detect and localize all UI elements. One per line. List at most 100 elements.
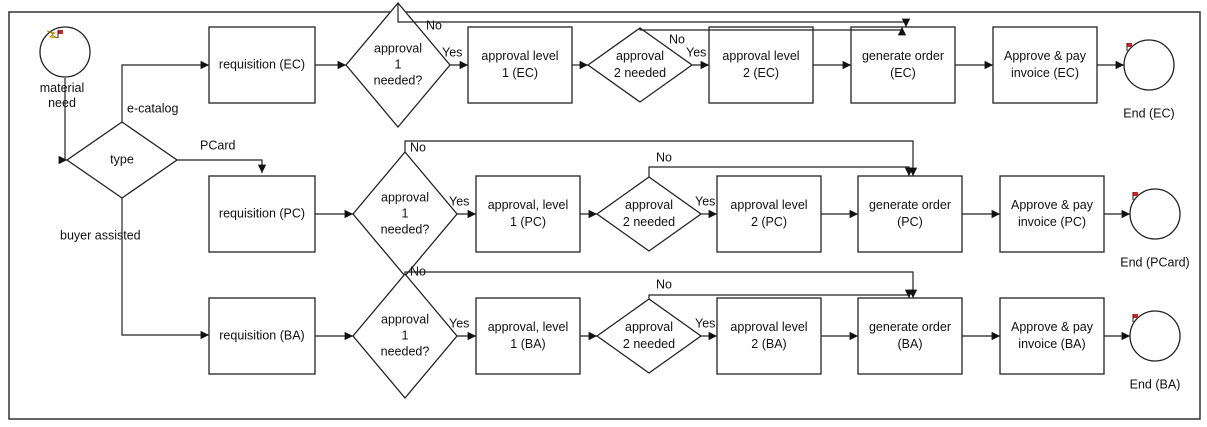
generate-order-label-ba-line-1: generate order — [869, 320, 951, 334]
yes-label-d1-ec: Yes — [442, 45, 462, 59]
edge-type-to-ec — [121, 60, 209, 122]
approval-level1-label-pc-line-1: approval, level — [488, 198, 569, 212]
yes-label-d1-ba: Yes — [449, 316, 469, 330]
approval2-decision-label-ec-line-2: 2 needed — [614, 66, 666, 80]
branch-label-pc: PCard — [200, 138, 235, 152]
start-event-label-line-2: need — [48, 96, 76, 110]
approval2-decision-label-ba-line-1: approval — [625, 320, 673, 334]
generate-order-label-pc-line-1: generate order — [869, 198, 951, 212]
approve-pay-label-pc-line-2: invoice (PC) — [1018, 215, 1086, 229]
yes-label-d2-pc: Yes — [695, 194, 715, 208]
edge-d1-no-bypass-pc — [404, 140, 918, 176]
branch-label-ec: e-catalog — [127, 101, 178, 115]
approval-level2-label-ba-line-2: 2 (BA) — [751, 337, 786, 351]
requisition-box-ba — [208, 297, 316, 375]
approval2-decision-label-ba-line-2: 2 needed — [623, 337, 675, 351]
requisition-label-pc: requisition (PC) — [219, 206, 305, 220]
branch-label-ba: buyer assisted — [60, 228, 141, 242]
no-label-d2-pc: No — [656, 150, 672, 164]
end-event-circle-ba — [1129, 310, 1181, 362]
edge-type-to-ba — [121, 198, 209, 340]
yes-label-d2-ba: Yes — [695, 316, 715, 330]
edge-d1-no-bypass-ba — [404, 271, 918, 298]
approve-pay-label-ba-line-1: Approve & pay — [1011, 320, 1094, 334]
approval1-decision-label-ba-line-3: needed? — [381, 344, 430, 358]
approval1-decision-label-ec-line-1: approval — [374, 41, 422, 55]
approval2-decision-label-ec-line-1: approval — [616, 49, 664, 63]
generate-order-label-ec-line-1: generate order — [862, 49, 944, 63]
approval-level2-label-ec-line-2: 2 (EC) — [743, 66, 779, 80]
edge-d2-no-bypass-ba — [648, 289, 914, 299]
end-flag-icon-ec — [1127, 43, 1132, 47]
edge-start-to-type — [58, 78, 67, 165]
edge-d2-no-bypass-ec — [639, 27, 907, 36]
approval1-decision-ec — [345, 1, 451, 129]
approve-pay-label-ec-line-1: Approve & pay — [1004, 49, 1087, 63]
approval-level2-box-pc — [716, 175, 822, 253]
edge-d1-no-bypass-ec — [397, 3, 911, 27]
start-event-circle — [39, 26, 91, 78]
approval-level2-box-ba — [716, 297, 822, 375]
requisition-label-ec: requisition (EC) — [219, 57, 305, 71]
no-label-d2-ba: No — [656, 277, 672, 291]
approve-pay-box-ba — [999, 297, 1105, 375]
generate-order-box-pc — [857, 175, 963, 253]
yes-label-d1-pc: Yes — [449, 194, 469, 208]
flag-icon — [58, 30, 63, 34]
end-event-label-ec: End (EC) — [1123, 106, 1174, 120]
generate-order-label-ba-line-2: (BA) — [898, 337, 923, 351]
end-event-circle-ec — [1123, 39, 1175, 91]
no-label-d1-ec: No — [426, 18, 442, 32]
end-event-label-pc: End (PCard) — [1120, 255, 1189, 269]
approval2-decision-label-pc-line-1: approval — [625, 198, 673, 212]
type-decision-label: type — [110, 152, 134, 166]
yes-label-d2-ec: Yes — [686, 45, 706, 59]
approval2-decision-pc — [595, 176, 703, 252]
approval-level1-label-ba-line-1: approval, level — [488, 320, 569, 334]
end-flag-icon-pc — [1133, 192, 1138, 196]
approval1-decision-label-ba-line-1: approval — [381, 312, 429, 326]
edge-d2-no-bypass-pc — [648, 166, 914, 177]
generate-order-label-ec-line-2: (EC) — [890, 66, 916, 80]
approval2-decision-ba — [595, 298, 703, 374]
approval-level1-label-pc-line-2: 1 (PC) — [510, 215, 546, 229]
generate-order-label-pc-line-2: (PC) — [897, 215, 923, 229]
approval-level2-label-pc-line-2: 2 (PC) — [751, 215, 787, 229]
no-label-d1-ba: No — [410, 264, 426, 278]
approve-pay-box-ec — [992, 26, 1098, 104]
approval1-decision-label-ba-line-2: 1 — [402, 328, 409, 342]
approval1-decision-ba — [352, 272, 458, 400]
approval-level1-label-ba-line-2: 1 (BA) — [510, 337, 545, 351]
approve-pay-label-pc-line-1: Approve & pay — [1011, 198, 1094, 212]
approval-level1-box-ec — [467, 26, 573, 104]
approval2-decision-ec — [586, 27, 694, 103]
end-event-circle-pc — [1129, 188, 1181, 240]
approval-level2-label-ec-line-1: approval level — [722, 49, 799, 63]
diagram-frame — [8, 11, 1201, 420]
approval-level1-label-ec-line-2: 1 (EC) — [502, 66, 538, 80]
approval-level1-label-ec-line-1: approval level — [481, 49, 558, 63]
approval-level2-box-ec — [708, 26, 814, 104]
approval-level1-box-pc — [475, 175, 581, 253]
requisition-label-ba: requisition (BA) — [219, 328, 304, 342]
end-event-label-ba: End (BA) — [1130, 377, 1181, 391]
approval-level2-label-pc-line-1: approval level — [730, 198, 807, 212]
edge-type-to-pc — [177, 159, 267, 173]
approval1-decision-label-pc-line-3: needed? — [381, 222, 430, 236]
approval1-decision-label-ec-line-3: needed? — [374, 73, 423, 87]
approval2-decision-label-pc-line-2: 2 needed — [623, 215, 675, 229]
approval1-decision-label-pc-line-2: 1 — [402, 206, 409, 220]
approve-pay-label-ba-line-2: invoice (BA) — [1018, 337, 1085, 351]
end-flag-icon-ba — [1133, 314, 1138, 318]
requisition-box-pc — [208, 175, 316, 253]
approval-level2-label-ba-line-1: approval level — [730, 320, 807, 334]
start-event-label-line-1: material — [40, 81, 84, 95]
approve-pay-label-ec-line-2: invoice (EC) — [1011, 66, 1079, 80]
no-label-d2-ec: No — [669, 32, 685, 46]
approval1-decision-label-ec-line-2: 1 — [395, 57, 402, 71]
approval1-decision-label-pc-line-1: approval — [381, 190, 429, 204]
no-label-d1-pc: No — [410, 140, 426, 154]
requisition-box-ec — [208, 26, 316, 104]
